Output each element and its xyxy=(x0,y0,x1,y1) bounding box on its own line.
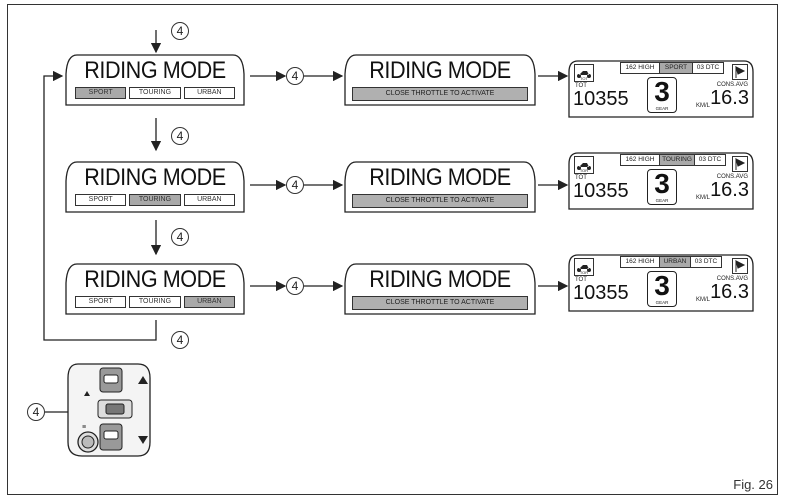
screen-title: RIDING MODE xyxy=(84,57,226,84)
up-arrow-icon xyxy=(138,376,148,384)
activate-bar: CLOSE THROTTLE TO ACTIVATE xyxy=(352,87,528,101)
motorcycle-icon: TOT xyxy=(574,64,594,82)
mode-sport: SPORT xyxy=(75,296,127,308)
high-indicator: 162 HIGH xyxy=(620,154,660,166)
odometer-label: TOT xyxy=(575,277,587,283)
motorcycle-icon: TOR xyxy=(574,156,594,174)
gear-label: GEAR xyxy=(655,106,669,111)
activate-screen: RIDING MODE CLOSE THROTTLE TO ACTIVATE xyxy=(344,263,536,315)
mode-urban: URBAN xyxy=(183,194,235,206)
mode-options: SPORT TOURING URBAN xyxy=(75,87,235,99)
callout-4: 4 xyxy=(171,228,189,246)
consumption-unit: KM/L xyxy=(695,103,710,109)
callout-4: 4 xyxy=(27,403,45,421)
mode-indicator: URBAN xyxy=(659,256,691,268)
consumption-value: 16.3 xyxy=(710,179,749,201)
callout-4: 4 xyxy=(171,331,189,349)
flag-icon xyxy=(732,156,748,172)
callout-4: 4 xyxy=(171,127,189,145)
dtc-indicator: 03 DTC xyxy=(692,62,724,74)
odometer-label: TOT xyxy=(575,175,587,181)
mode-indicator: TOURING xyxy=(659,154,695,166)
odometer-label: TOT xyxy=(575,83,587,89)
mode-touring: TOURING xyxy=(129,87,181,99)
flag-icon xyxy=(732,258,748,274)
mode-sport: SPORT xyxy=(75,194,127,206)
callout-4: 4 xyxy=(171,22,189,40)
mode-touring: TOURING xyxy=(129,194,181,206)
motorcycle-icon: TOR xyxy=(574,258,594,276)
gear-value: 3 xyxy=(654,270,670,301)
mode-options: SPORT TOURING URBAN xyxy=(75,296,235,308)
callout-4: 4 xyxy=(286,176,304,194)
gear-value: 3 xyxy=(654,76,670,107)
high-indicator: 162 HIGH xyxy=(620,256,660,268)
consumption-label: CONS.AVG xyxy=(716,276,748,282)
activate-bar: CLOSE THROTTLE TO ACTIVATE xyxy=(352,194,528,208)
flag-icon xyxy=(732,64,748,80)
odometer-value: 10355 xyxy=(573,282,629,304)
dtc-indicator: 03 DTC xyxy=(690,256,722,268)
handlebar-switch-illustration: ≡ xyxy=(67,363,151,457)
consumption-label: CONS.AVG xyxy=(716,174,748,180)
high-indicator: 162 HIGH xyxy=(620,62,660,74)
mode-screen-touring: RIDING MODE SPORT TOURING URBAN xyxy=(65,161,245,213)
mode-options: SPORT TOURING URBAN xyxy=(75,194,235,206)
consumption-value: 16.3 xyxy=(710,87,749,109)
mode-touring: TOURING xyxy=(129,296,181,308)
screen-title: RIDING MODE xyxy=(369,266,511,293)
consumption-label: CONS.AVG xyxy=(716,82,748,88)
figure-frame xyxy=(7,4,778,495)
callout-4: 4 xyxy=(286,67,304,85)
down-arrow-icon xyxy=(138,436,148,444)
activate-screen: RIDING MODE CLOSE THROTTLE TO ACTIVATE xyxy=(344,54,536,106)
activate-bar: CLOSE THROTTLE TO ACTIVATE xyxy=(352,296,528,310)
figure-label: Fig. 26 xyxy=(733,477,773,492)
gear-value: 3 xyxy=(654,168,670,199)
screen-title: RIDING MODE xyxy=(84,266,226,293)
dtc-indicator: 03 DTC xyxy=(694,154,726,166)
mode-sport: SPORT xyxy=(75,87,127,99)
odometer-value: 10355 xyxy=(573,180,629,202)
activate-screen: RIDING MODE CLOSE THROTTLE TO ACTIVATE xyxy=(344,161,536,213)
svg-text:≡: ≡ xyxy=(82,424,86,431)
gear-label: GEAR xyxy=(655,300,669,305)
screen-title: RIDING MODE xyxy=(369,57,511,84)
consumption-unit: KM/L xyxy=(695,195,710,201)
mode-screen-sport: RIDING MODE SPORT TOURING URBAN xyxy=(65,54,245,106)
gear-label: GEAR xyxy=(655,198,669,203)
screen-title: RIDING MODE xyxy=(369,164,511,191)
mode-urban: URBAN xyxy=(183,87,235,99)
consumption-value: 16.3 xyxy=(710,281,749,303)
mode-screen-urban: RIDING MODE SPORT TOURING URBAN xyxy=(65,263,245,315)
screen-title: RIDING MODE xyxy=(84,164,226,191)
callout-4: 4 xyxy=(286,277,304,295)
consumption-unit: KM/L xyxy=(695,297,710,303)
mode-urban: URBAN xyxy=(183,296,235,308)
mode-indicator: SPORT xyxy=(659,62,693,74)
odometer-value: 10355 xyxy=(573,88,629,110)
